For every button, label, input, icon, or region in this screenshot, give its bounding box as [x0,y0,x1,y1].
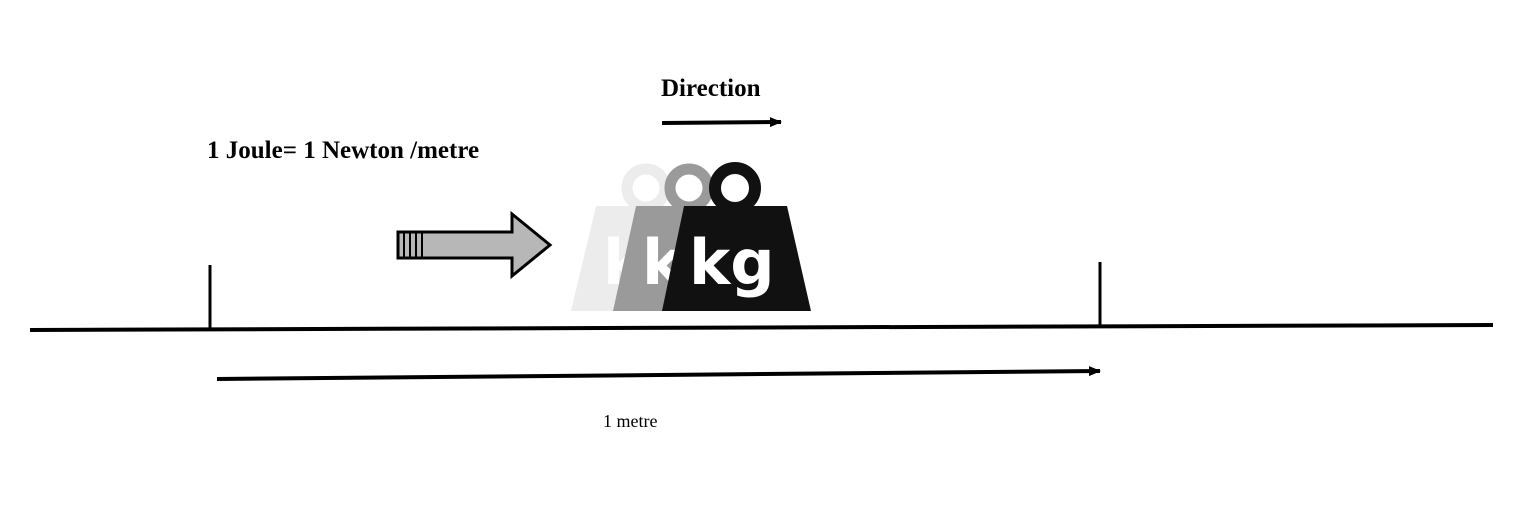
page-title: 1 Joule= 1 Newton /metre [207,137,480,164]
kg-label: kg [689,226,775,299]
distance-arrow [216,366,1101,381]
direction-arrow [661,117,782,128]
ground-line [29,323,1494,332]
direction-label: Direction [661,75,761,102]
kg-weight-icon: kg [662,162,811,311]
force-arrow-icon [396,210,553,280]
distance-label: 1 metre [603,411,658,431]
